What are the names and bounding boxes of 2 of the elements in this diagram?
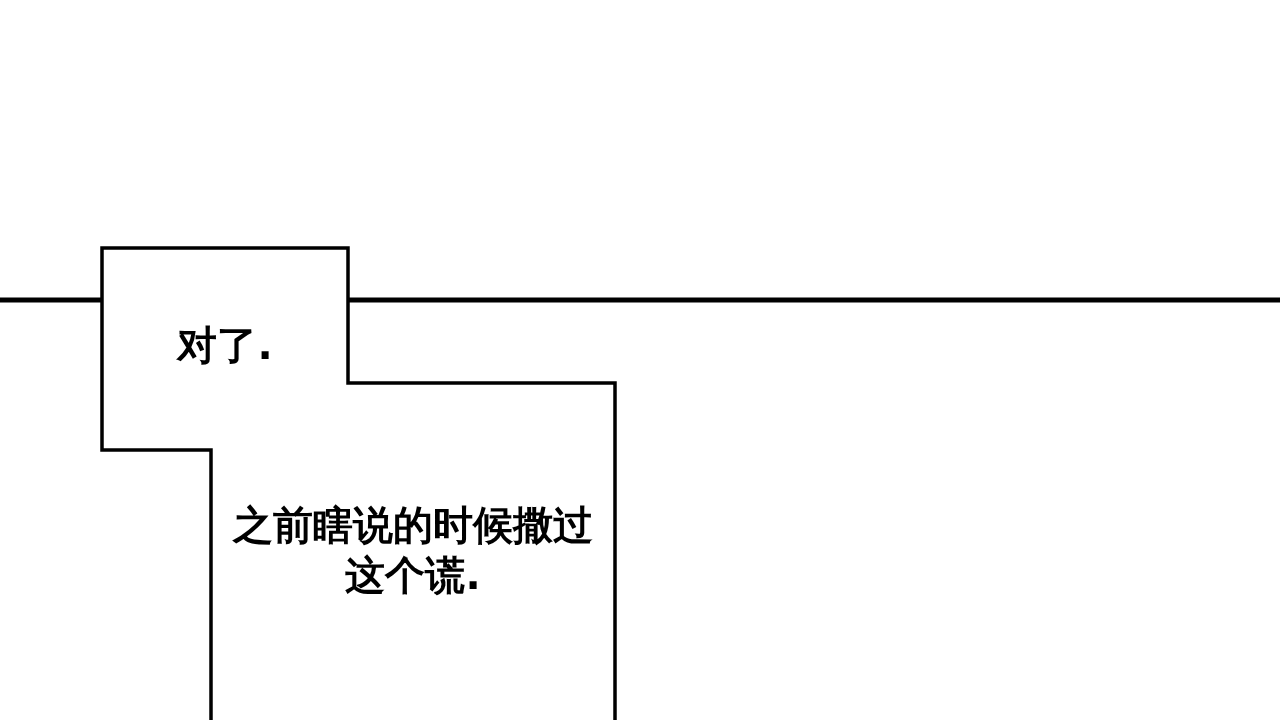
speech-text: 对了. <box>177 321 273 370</box>
speech-text: 之前瞎说的时候撒过这个谎. <box>231 501 594 600</box>
